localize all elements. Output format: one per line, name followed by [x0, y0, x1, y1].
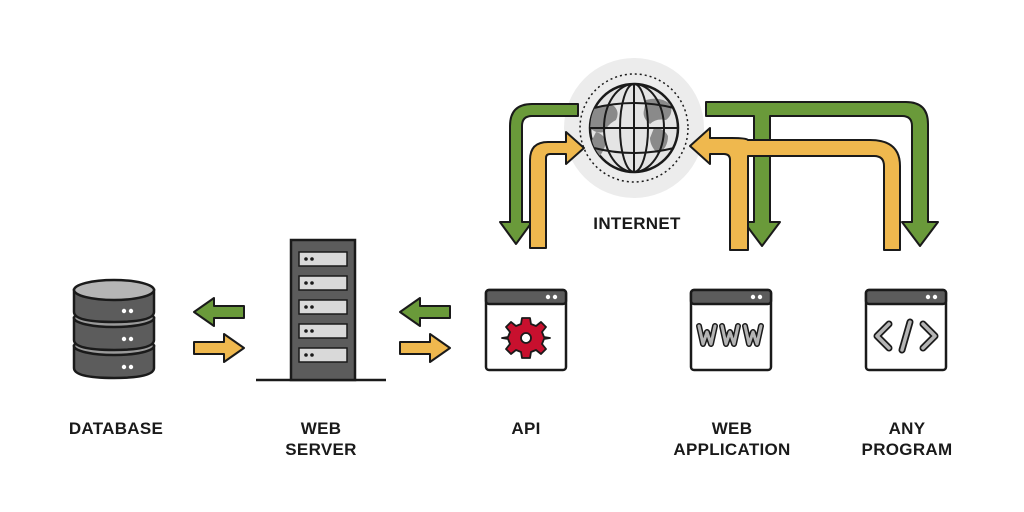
server-rack-icon: [256, 238, 386, 382]
label-api-text: API: [511, 419, 541, 438]
arrow-api-to-server: [399, 297, 451, 327]
globe-icon: [564, 58, 704, 198]
label-internet-text: INTERNET: [593, 214, 681, 233]
arrow-internet-to-clients: [705, 101, 939, 247]
arrow-server-to-database: [193, 297, 245, 327]
label-any-program: ANY PROGRAM: [862, 418, 953, 460]
label-web-server-line2: SERVER: [285, 440, 357, 459]
arrow-api-to-internet: [529, 131, 585, 249]
code-window-icon: [864, 288, 948, 372]
database-icon: [72, 278, 156, 380]
label-database: DATABASE: [69, 418, 163, 439]
label-api: API: [511, 418, 540, 439]
label-web-server: WEB SERVER: [285, 418, 356, 460]
label-any-program-line1: ANY: [888, 419, 926, 438]
label-web-application: WEB APPLICATION: [673, 418, 790, 460]
label-internet: INTERNET: [593, 213, 680, 234]
www-window-icon: [689, 288, 773, 372]
label-web-application-line2: APPLICATION: [673, 440, 791, 459]
label-web-server-line1: WEB: [300, 419, 342, 438]
arrow-server-to-api: [399, 333, 451, 363]
label-web-application-line1: WEB: [711, 419, 753, 438]
arrow-database-to-server: [193, 333, 245, 363]
arrow-internet-to-api: [499, 103, 579, 245]
gear-window-icon: [484, 288, 568, 372]
label-any-program-line2: PROGRAM: [861, 440, 953, 459]
label-database-text: DATABASE: [68, 419, 164, 438]
arrow-clients-to-internet: [689, 127, 901, 251]
